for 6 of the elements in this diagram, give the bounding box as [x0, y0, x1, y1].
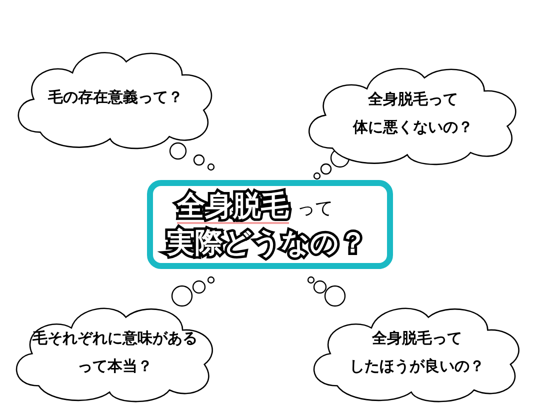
question-text: 毛それぞれに意味があるって本当？ [32, 328, 198, 376]
question-text: 全身脱毛って体に悪くないの？ [353, 89, 473, 138]
title-frame [147, 180, 393, 269]
question-text: 全身脱毛ってしたほうが良いの？ [350, 328, 484, 376]
title-text: って [297, 196, 333, 220]
question-text: 毛の存在意義って？ [48, 87, 183, 108]
